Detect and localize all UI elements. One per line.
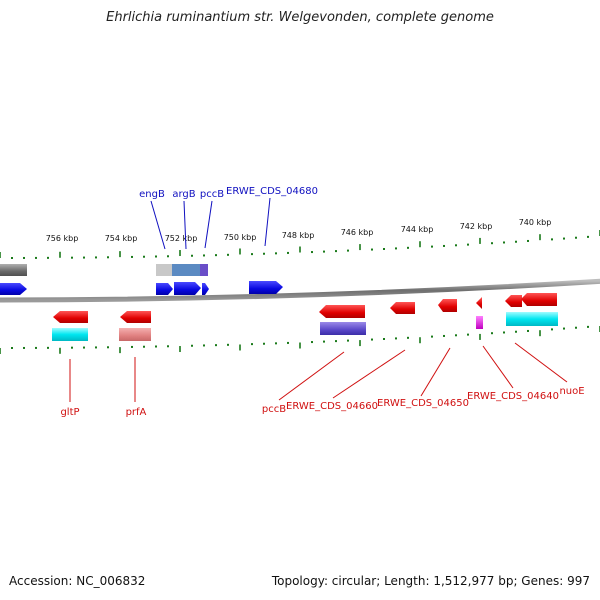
- top-tick-ruler: [0, 230, 600, 259]
- leader-ERWE_CDS_04660: [332, 349, 406, 399]
- feature-bar-gray-left: [0, 264, 27, 276]
- label-pccB-forward: pccB: [200, 189, 224, 200]
- cds-gltP: [53, 311, 88, 323]
- label-ERWE_CDS_04640: ERWE_CDS_04640: [467, 391, 559, 402]
- cds-ERWE_CDS_04650: [390, 302, 415, 314]
- tick-label-744: 744 kbp: [401, 225, 434, 234]
- feature-bar-pink-prfA: [119, 328, 151, 341]
- forward-labels: [150, 197, 271, 250]
- label-gltP: gltP: [60, 407, 79, 418]
- genome-backbone: [0, 278, 600, 303]
- label-argB: argB: [172, 189, 195, 200]
- feature-bar-steel-blue: [172, 264, 202, 276]
- bottom-tick-ruler: [0, 325, 600, 354]
- reverse-labels: [69, 342, 568, 402]
- label-ERWE_CDS_04660: ERWE_CDS_04660: [286, 401, 378, 412]
- leader-argB: [183, 200, 187, 250]
- feature-bar-cyan-gltP: [52, 328, 88, 341]
- forward-label-texts: engB argB pccB ERWE_CDS_04680: [139, 186, 318, 200]
- tick-label-750: 750 kbp: [224, 233, 257, 242]
- label-nuoE: nuoE: [559, 386, 584, 397]
- tick-label-746: 746 kbp: [341, 228, 374, 237]
- leader-nuoE: [514, 342, 568, 383]
- tick-label-740: 740 kbp: [519, 218, 552, 227]
- leader-engB: [150, 200, 166, 250]
- label-pccB-reverse: pccB: [262, 404, 286, 415]
- cds-ERWE_CDS_04650-b: [438, 299, 457, 312]
- leader-ERWE_CDS_04680: [264, 197, 271, 247]
- leader-pccB-reverse: [278, 351, 345, 401]
- reverse-label-texts: gltP prfA pccB ERWE_CDS_04660 ERWE_CDS_0…: [60, 386, 584, 418]
- label-prfA: prfA: [126, 407, 147, 418]
- cds-pccB-forward: [202, 283, 209, 295]
- reverse-cds-track: [53, 293, 557, 323]
- cds-ERWE_CDS_04640: [476, 297, 482, 309]
- leader-ERWE_CDS_04650: [420, 347, 451, 397]
- feature-bar-magenta: [476, 316, 483, 329]
- label-ERWE_CDS_04650: ERWE_CDS_04650: [377, 398, 469, 409]
- tick-label-756: 756 kbp: [46, 234, 79, 243]
- cds-nuoE-a: [505, 295, 522, 307]
- accession-text: Accession: NC_006832: [9, 574, 146, 588]
- feature-track-top: [0, 264, 208, 276]
- feature-bar-light-gray: [156, 264, 176, 276]
- feature-bar-purple-pccB: [320, 322, 366, 335]
- cds-argB: [174, 282, 201, 295]
- feature-track-bottom: [52, 312, 558, 341]
- leader-ERWE_CDS_04640: [482, 345, 514, 389]
- cds-prfA: [120, 311, 151, 323]
- cds-ERWE_CDS_04680: [249, 281, 283, 294]
- cds-engB: [156, 283, 173, 295]
- kbp-tick-labels: 756 kbp 754 kbp 752 kbp 750 kbp 748 kbp …: [46, 218, 552, 243]
- tick-label-752: 752 kbp: [165, 234, 198, 243]
- tick-label-754: 754 kbp: [105, 234, 138, 243]
- tick-label-748: 748 kbp: [282, 231, 315, 240]
- label-engB: engB: [139, 189, 165, 200]
- tick-label-742: 742 kbp: [460, 222, 493, 231]
- cds-forward-left-edge: [0, 283, 27, 295]
- feature-bar-purple-small: [200, 264, 208, 276]
- leader-pccB-forward: [204, 200, 213, 249]
- map-title: Ehrlichia ruminantium str. Welgevonden, …: [106, 10, 494, 25]
- label-ERWE_CDS_04680: ERWE_CDS_04680: [226, 186, 318, 197]
- forward-cds-track: [0, 281, 283, 295]
- genome-summary-text: Topology: circular; Length: 1,512,977 bp…: [271, 574, 590, 588]
- feature-bar-cyan-nuoE: [506, 312, 558, 326]
- cds-ERWE_CDS_04660: [319, 305, 365, 318]
- cds-nuoE: [521, 293, 557, 306]
